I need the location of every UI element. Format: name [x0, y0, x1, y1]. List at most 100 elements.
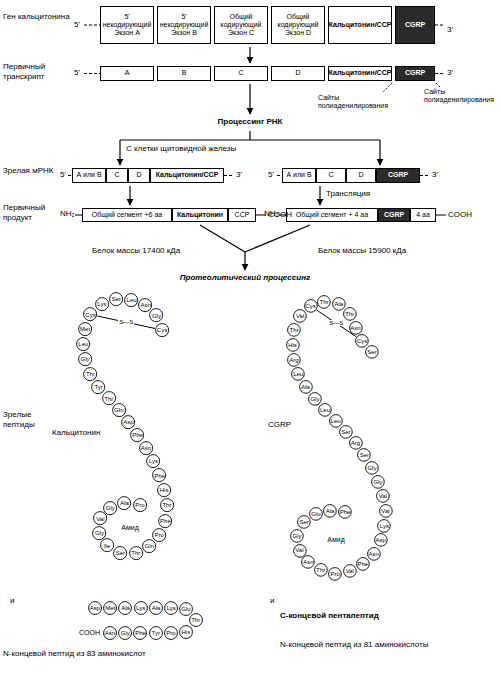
amino-acid-circle: Gly [149, 308, 163, 322]
node-text: Asn [369, 551, 379, 557]
node-text: Lys [380, 523, 389, 529]
site-label: Сайты полиаденилирования [318, 94, 396, 111]
terminus-label: NH₂ [60, 209, 75, 219]
node-text: Lys [136, 605, 145, 611]
amino-acid-circle: Gly [371, 475, 385, 489]
node-text: Asn [303, 559, 313, 565]
strand-line [435, 73, 445, 74]
amino-acid-circle: Thr [129, 546, 143, 560]
amino-acid-circle: Ala [117, 496, 131, 510]
node-text: 4 аа [416, 211, 430, 219]
node-text: Gly [367, 465, 376, 471]
step-label: С клетки щитовидной железы [126, 144, 236, 154]
amino-acid-circle: Ser [339, 425, 353, 439]
node-text: Tyr [94, 384, 102, 390]
gene-exon-box: 5' некодирующий Экзон A [100, 6, 154, 44]
node-text: Thr [316, 567, 325, 573]
amino-acid-circle: Val [379, 504, 393, 518]
amino-acid-circle: Gly [290, 529, 304, 543]
amino-acid-circle: Thr [343, 307, 357, 321]
amino-acid-circle: Cys [155, 323, 169, 337]
amino-acid-circle: Met [103, 601, 117, 615]
node-text: Val [295, 547, 303, 553]
strand-line [224, 175, 234, 176]
amino-acid-circle: Thr [317, 295, 331, 309]
node-text: Ala [334, 301, 343, 307]
peptide-name: Кальцитонин [52, 428, 100, 438]
flow-arrow [319, 186, 320, 205]
amino-acid-circle: Val [343, 564, 357, 578]
node-text: Glu [311, 511, 320, 517]
node-text: Leu [320, 407, 330, 413]
amino-acid-circle: Phe [356, 557, 370, 571]
mrna-exon-box: А или В [72, 168, 106, 183]
node-text: Gln [144, 543, 153, 549]
mrna-exon-box: C [106, 168, 128, 183]
amino-acid-circle: Thr [83, 367, 97, 381]
gene-exon-box: Общий кодирующий Экзон D [271, 6, 325, 44]
node-text: Val [96, 516, 104, 522]
strand-end: 3' [236, 170, 242, 180]
amino-acid-circle: Leu [291, 367, 305, 381]
node-text: Gly [81, 356, 90, 362]
amino-acid-circle: Val [376, 489, 390, 503]
amino-acid-circle: Met [78, 322, 92, 336]
amino-acid-circle: Pro [133, 498, 147, 512]
node-text: Gly [152, 313, 161, 319]
amino-acid-circle: Ser [113, 546, 127, 560]
row-label: Первичный продукт [3, 203, 59, 222]
amino-acid-circle: Gly [118, 626, 132, 640]
peptide-note: N-концевой пептид из 83 аминокислот [3, 649, 153, 659]
node-text: Phe [340, 509, 351, 515]
node-text: Val [381, 508, 389, 514]
row-label: Зрелая мРНК [3, 166, 59, 176]
amino-acid-circle: Gln [112, 403, 126, 417]
amino-acid-circle: Asn [367, 547, 381, 561]
node-text: Arg [351, 440, 360, 446]
mass-label: Белок массы 15900 кДа [318, 246, 406, 256]
amino-acid-circle: Leu [76, 337, 90, 351]
amino-acid-circle: Asp [88, 601, 102, 615]
node-text: Кальцитонин [177, 211, 223, 219]
amino-acid-circle: Gly [78, 352, 92, 366]
gene-exon-box: 5' некодирующий Экзон B [157, 6, 211, 44]
row-label: Первичный транскрипт [3, 62, 71, 81]
amino-acid-circle: Ala [332, 297, 346, 311]
node-text: C [328, 171, 333, 179]
strand-line [436, 215, 446, 216]
node-text: А или В [286, 171, 311, 179]
node-text: Gly [95, 530, 104, 536]
node-text: Ser [116, 550, 125, 556]
node-text: Кальцитонин/CCP [156, 171, 219, 179]
node-text: D [295, 69, 300, 77]
node-text: Leu [293, 371, 303, 377]
node-text: Phe [357, 561, 368, 567]
node-text: D [358, 171, 363, 179]
amino-acid-circle: Cys [355, 334, 369, 348]
node-text: C [114, 171, 119, 179]
strand-line [435, 25, 445, 26]
node-text: Leu [127, 297, 137, 303]
node-text: Cys [305, 303, 315, 309]
node-text: CGRP [388, 171, 408, 179]
amino-acid-circle: Tyr [91, 380, 105, 394]
node-text: Общий кодирующий Экзон D [274, 13, 322, 37]
mass-label: Белок массы 17400 кДа [92, 246, 180, 256]
strand-line [84, 73, 100, 74]
node-text: B [182, 69, 187, 77]
strand-line [75, 215, 82, 216]
node-text: A [125, 69, 130, 77]
leader-line [382, 83, 392, 93]
amino-acid-circle: Asn [138, 298, 152, 312]
step-label: Протеолитический процессинг [180, 273, 311, 283]
amino-acid-circle: Glu [179, 602, 193, 616]
amino-acid-circle: Lys [164, 601, 178, 615]
disulfide-bond [97, 316, 155, 328]
leader-line [436, 83, 441, 88]
node-text: А или В [76, 171, 101, 179]
amino-acid-circle: Asp [374, 533, 388, 547]
amino-acid-circle: Val [293, 544, 307, 558]
node-text: Met [105, 605, 115, 611]
strand-line [420, 175, 430, 176]
node-text: Pro [331, 571, 340, 577]
